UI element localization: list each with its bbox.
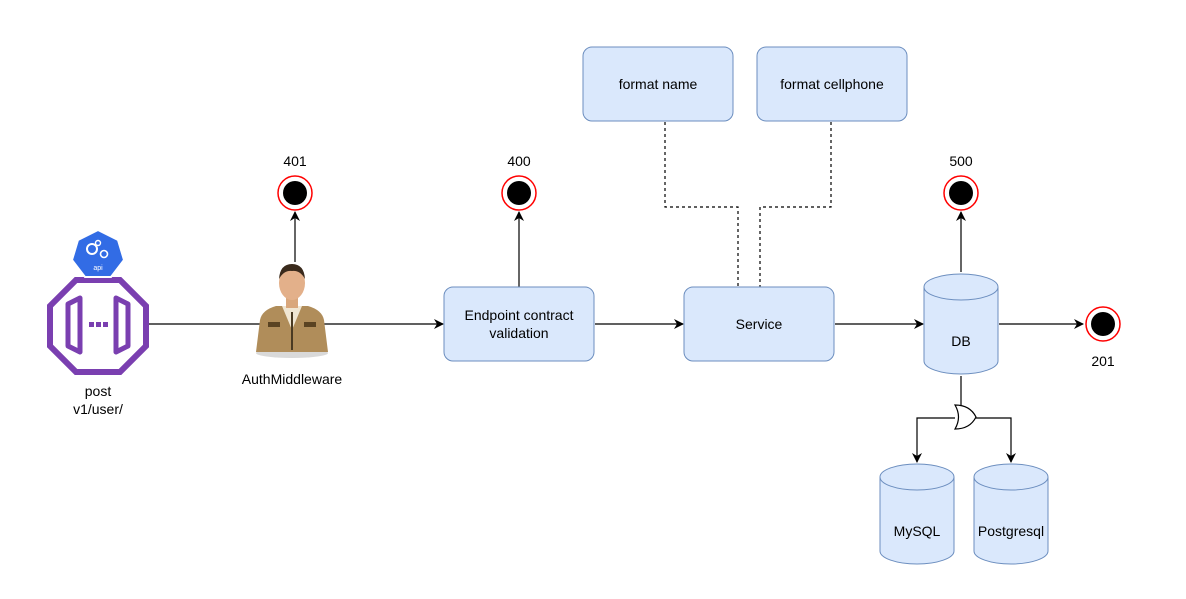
connectors [148, 211, 1084, 463]
end-state-400: 400 [501, 153, 537, 211]
validation-box [443, 286, 595, 362]
service-box [683, 286, 835, 362]
mysql-label: MySQL [894, 523, 941, 539]
database-cylinder-icon [923, 273, 999, 375]
validation-label-line1: Endpoint contract [465, 307, 574, 323]
end-state-500: 500 [943, 153, 979, 211]
api-label-line1: post [85, 383, 112, 399]
end-state-401: 401 [277, 153, 313, 211]
end-state-201-label: 201 [1091, 353, 1115, 369]
db-label: DB [951, 333, 970, 349]
postgresql-node[interactable]: Postgresql [973, 463, 1049, 565]
api-badge-text: api [93, 265, 103, 272]
end-state-401-label: 401 [283, 153, 307, 169]
guard-person-icon [256, 264, 328, 358]
dashed-connectors [664, 122, 832, 287]
format-name-node[interactable]: format name [582, 46, 734, 122]
format-cellphone-node[interactable]: format cellphone [756, 46, 908, 122]
edge-format-name-to-service [664, 122, 739, 287]
format-name-label: format name [619, 76, 698, 92]
api-label-line2: v1/user/ [73, 401, 123, 417]
service-label: Service [736, 316, 783, 332]
end-state-400-label: 400 [507, 153, 531, 169]
db-node[interactable]: DB [923, 273, 999, 375]
format-cellphone-box [756, 46, 908, 122]
validation-label-line2: validation [489, 325, 548, 341]
edge-or-to-mysql [912, 417, 955, 463]
api-gateway-icon [47, 277, 149, 375]
format-name-box [582, 46, 734, 122]
service-node[interactable]: Service [683, 286, 835, 362]
format-cellphone-label: format cellphone [780, 76, 884, 92]
or-gate-icon [953, 404, 977, 430]
api-gateway-node[interactable]: api post v1/user/ [47, 228, 149, 417]
edge-or-to-postgresql [968, 417, 1016, 463]
mysql-node[interactable]: MySQL [879, 463, 955, 565]
kubernetes-api-badge-icon: api [70, 228, 126, 278]
postgresql-label: Postgresql [978, 523, 1044, 539]
postgresql-cylinder-icon [973, 463, 1049, 565]
mysql-cylinder-icon [879, 463, 955, 565]
end-state-201: 201 [1085, 306, 1121, 369]
edge-format-cellphone-to-service [759, 122, 832, 287]
auth-label: AuthMiddleware [242, 371, 343, 387]
end-state-500-label: 500 [949, 153, 973, 169]
auth-middleware-node[interactable]: AuthMiddleware [242, 264, 343, 387]
validation-node[interactable]: Endpoint contract validation [443, 286, 595, 362]
